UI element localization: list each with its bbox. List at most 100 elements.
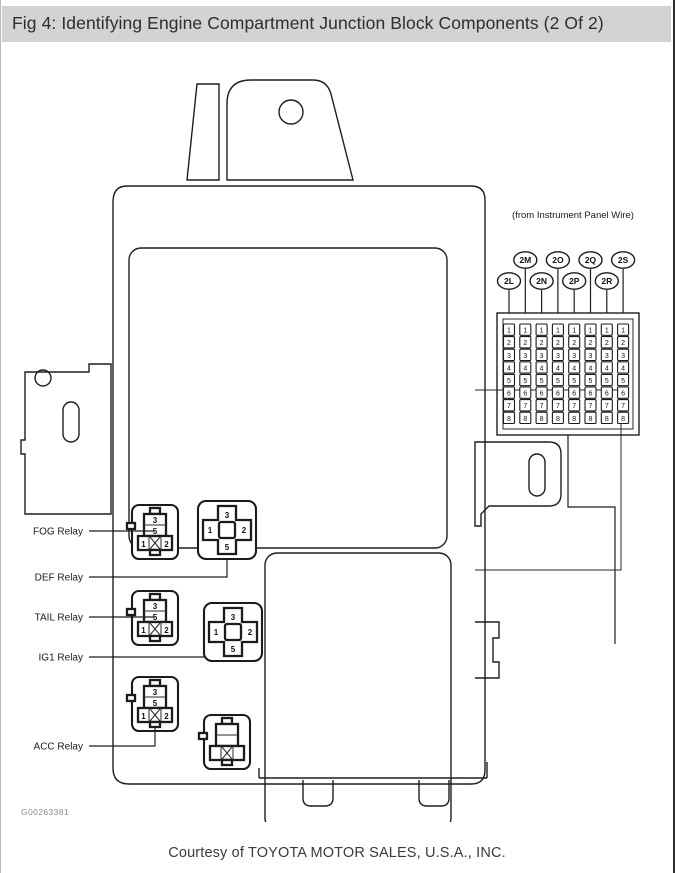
connector-pin xyxy=(502,399,516,412)
connector-pin xyxy=(502,348,516,362)
relay-bottom-dividers xyxy=(148,622,162,636)
connector-pin xyxy=(617,361,630,374)
relay-side-tab xyxy=(197,731,209,741)
connector-pin-number: 2 xyxy=(507,340,511,347)
connector-pin xyxy=(551,399,564,412)
connector-pin-number: 3 xyxy=(621,353,625,360)
connector-pin-number: 8 xyxy=(621,416,625,423)
relay-pin-2: 2 xyxy=(242,526,247,535)
connector-pin xyxy=(519,399,532,412)
connector-pin-number: 8 xyxy=(556,416,560,423)
connector-pin-number: 3 xyxy=(507,353,511,360)
connector-pin-number: 3 xyxy=(523,353,527,360)
connector-pin-number: 4 xyxy=(621,365,625,372)
connector-pin-number: 3 xyxy=(605,353,609,360)
connector-pin xyxy=(600,399,613,412)
connector-pin-number: 7 xyxy=(540,403,544,410)
connector-pin-number: 1 xyxy=(540,328,544,335)
connector-pin xyxy=(535,411,548,425)
connector-label-bubble xyxy=(529,272,554,290)
relay-label: DEF Relay xyxy=(35,573,83,584)
connector-pin-number: 1 xyxy=(605,328,609,335)
connector-pin-number: 6 xyxy=(540,391,544,398)
relay-pin-2: 2 xyxy=(164,712,169,721)
courtesy-notice: Courtesy of TOYOTA MOTOR SALES, U.S.A., … xyxy=(168,845,506,861)
connector-pin-number: 7 xyxy=(507,403,511,410)
relay-bottom-dividers xyxy=(220,746,234,760)
lower-fuse-panel xyxy=(264,552,452,822)
connector-label-bubble xyxy=(594,272,619,290)
connector-pin xyxy=(535,386,548,399)
connector-pin-number: 2 xyxy=(572,340,576,347)
relay-x-mark xyxy=(149,622,161,636)
connector-pin xyxy=(568,336,581,349)
connector-pin xyxy=(600,348,613,362)
connector-pin-number: 5 xyxy=(507,378,511,385)
connector-pin xyxy=(617,411,630,425)
connector-columns: 123456782L123456782M123456782N123456782O… xyxy=(496,251,636,425)
relay-side-tab xyxy=(125,607,137,617)
relay-pin-1: 1 xyxy=(141,626,146,635)
connector-pin xyxy=(600,411,613,425)
connector-pin xyxy=(584,361,597,374)
relay-x-mark xyxy=(149,708,161,722)
relay-pin-5: 5 xyxy=(225,543,230,552)
connector-pin xyxy=(600,323,613,336)
connector-pin xyxy=(617,386,630,399)
relay-pin-5: 5 xyxy=(153,699,158,708)
connector-pin xyxy=(584,336,597,349)
connector-pin xyxy=(502,411,516,425)
connector-pin-number: 4 xyxy=(556,365,560,372)
connector-pin xyxy=(584,386,597,399)
connector-pin xyxy=(535,399,548,412)
connector-pin xyxy=(617,348,630,362)
connector-label: 2Q xyxy=(585,255,597,265)
connector-pin-number: 5 xyxy=(540,378,544,385)
connector-label: 2P xyxy=(569,276,580,286)
connector-pin xyxy=(568,323,581,336)
connector-pin-number: 8 xyxy=(540,416,544,423)
relay-pin-1: 1 xyxy=(141,540,146,549)
relay-bottom-nub xyxy=(220,758,234,767)
instrument-panel-connector-block: (from Instrument Panel Wire) xyxy=(496,210,640,644)
connector-pin-number: 5 xyxy=(523,378,527,385)
connector-pin-number: 3 xyxy=(572,353,576,360)
relay-label: ACC Relay xyxy=(34,742,83,753)
relay-pin-3: 3 xyxy=(231,613,236,622)
connector-pin-number: 6 xyxy=(572,391,576,398)
connector-pin xyxy=(502,323,516,336)
connector-label-bubble xyxy=(578,251,603,269)
relay-bottom-nub xyxy=(148,634,162,643)
connector-pin xyxy=(568,348,581,362)
relay-label-leader xyxy=(89,726,156,747)
connector-pin-number: 4 xyxy=(605,365,609,372)
connector-pin xyxy=(584,373,597,387)
relay-pin-5: 5 xyxy=(153,527,158,536)
connector-pin xyxy=(551,411,564,425)
connector-pin xyxy=(551,336,564,349)
connector-pin-number: 2 xyxy=(621,340,625,347)
connector-pin-number: 2 xyxy=(605,340,609,347)
connector-pin-number: 4 xyxy=(523,365,527,372)
connector-pin xyxy=(502,336,516,349)
connector-label-bubble xyxy=(562,272,587,290)
connector-pin xyxy=(519,348,532,362)
relay-pin-3: 3 xyxy=(225,511,230,520)
connector-pin-number: 1 xyxy=(507,328,511,335)
connector-pin xyxy=(519,323,532,336)
connector-pin-number: 8 xyxy=(507,416,511,423)
connector-pin-number: 2 xyxy=(556,340,560,347)
connector-label: 2N xyxy=(536,276,547,286)
connector-pin-number: 8 xyxy=(523,416,527,423)
connector-pin-number: 5 xyxy=(605,378,609,385)
connector-pin-number: 8 xyxy=(572,416,576,423)
connector-label: 2O xyxy=(552,255,564,265)
connector-pin-number: 6 xyxy=(605,391,609,398)
connector-pin xyxy=(502,386,516,399)
connector-pin-number: 6 xyxy=(556,391,560,398)
connector-pin-number: 7 xyxy=(589,403,593,410)
connector-pin-number: 5 xyxy=(572,378,576,385)
connector-pin-number: 6 xyxy=(589,391,593,398)
